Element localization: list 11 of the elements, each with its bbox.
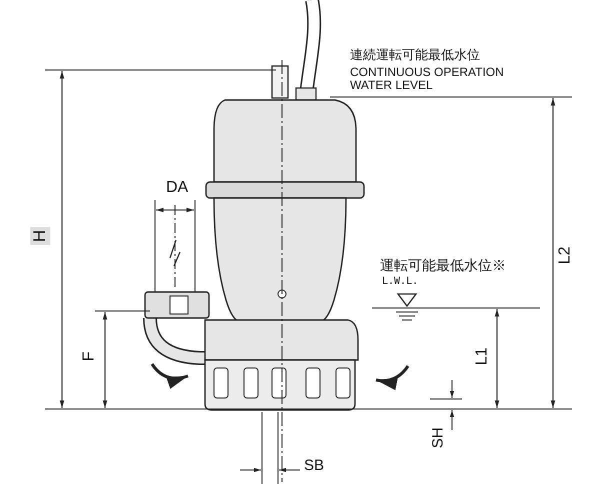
dimension-label: H [30,226,50,246]
level-label: L.W.L. [382,277,418,288]
dimension-label: L2 [558,246,574,264]
level-label: 連続運転可能最低水位 [350,48,480,62]
dimension-label: L1 [474,347,492,365]
dimension-label: F [82,351,98,361]
level-label: CONTINUOUS OPERATION WATER LEVEL [350,66,505,92]
level-label: 運転可能最低水位※ [380,258,506,273]
dimension-label: DA [166,180,188,197]
dimension-label: SH [430,427,446,448]
dimension-label: SB [304,458,324,474]
